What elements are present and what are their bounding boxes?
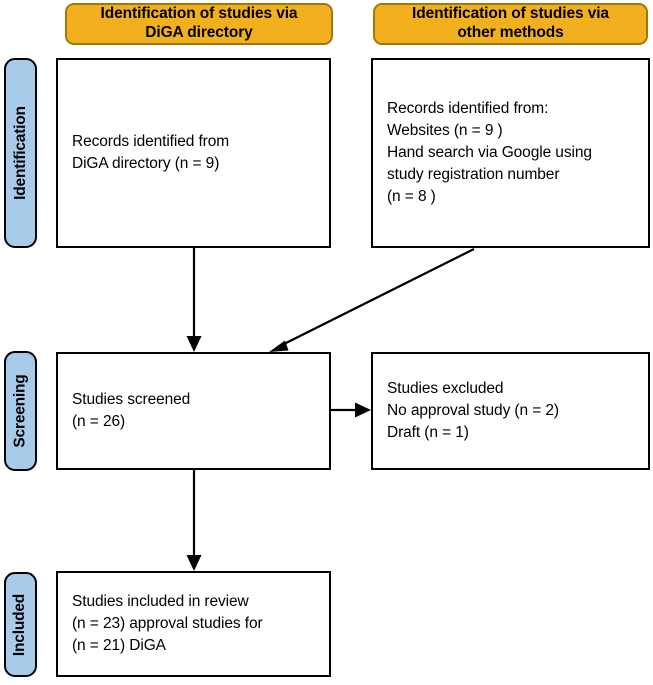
box-studies-screened-text: Studies screened (n = 26) [72, 391, 191, 430]
box-records-identified-diga-text: Records identified from DiGA directory (… [72, 133, 230, 172]
box-records-identified-other-text: Records identified from: Websites (n = 9… [387, 100, 592, 205]
stage-label-included-text: Included [11, 593, 29, 656]
arrow-other-to-screened [269, 248, 475, 352]
stage-label-screening: Screening [4, 351, 37, 471]
header-identification-other: Identification of studies via other meth… [373, 3, 648, 45]
stage-label-screening-text: Screening [11, 374, 29, 448]
arrow-screened-to-excluded [331, 402, 371, 418]
arrow-diga-to-screened [186, 248, 202, 352]
box-records-identified-other: Records identified from: Websites (n = 9… [371, 58, 650, 248]
stage-label-identification-text: Identification [11, 106, 29, 200]
stage-label-identification: Identification [4, 58, 37, 248]
box-records-identified-diga: Records identified from DiGA directory (… [56, 58, 331, 248]
box-studies-included: Studies included in review (n = 23) appr… [56, 571, 331, 677]
stage-label-included: Included [4, 572, 37, 677]
box-studies-included-text: Studies included in review (n = 23) appr… [72, 593, 263, 654]
box-studies-screened: Studies screened (n = 26) [56, 352, 331, 470]
box-studies-excluded-text: Studies excluded No approval study (n = … [387, 380, 559, 441]
box-studies-excluded: Studies excluded No approval study (n = … [371, 352, 650, 470]
arrow-screened-to-included [186, 470, 202, 571]
header-identification-diga: Identification of studies via DiGA direc… [65, 3, 333, 45]
